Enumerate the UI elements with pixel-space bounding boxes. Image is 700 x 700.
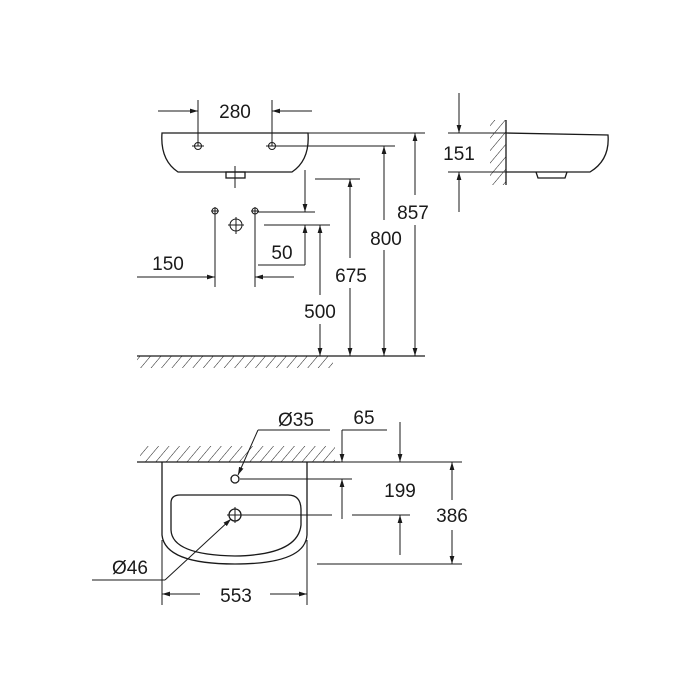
- supply-left: [211, 207, 219, 287]
- dim-width: 553: [220, 586, 252, 607]
- drain-point: [228, 217, 244, 234]
- dim-supply-offset: 50: [271, 243, 292, 264]
- dim-depth: 151: [443, 144, 475, 165]
- dim-supply-spacing: 150: [152, 254, 184, 275]
- basin-bowl: [170, 494, 302, 557]
- dim-height-drain: 500: [304, 302, 336, 323]
- basin-side-outline: [505, 132, 609, 173]
- dim-hole-spacing: 280: [219, 102, 251, 123]
- outlet-side: [535, 171, 568, 179]
- basin-front-outline: [161, 132, 309, 173]
- dim-tap-hole-diameter: Ø35: [278, 410, 314, 431]
- dim-waste-offset: 199: [384, 481, 416, 502]
- dim-tap-hole-from-wall: 65: [353, 408, 374, 429]
- dim-projection: 386: [436, 506, 468, 527]
- floor-hatch: [137, 356, 333, 368]
- wall-hatch-side: [490, 120, 506, 185]
- dim-height-holes: 800: [370, 229, 402, 250]
- wall-hatch-top: [140, 446, 335, 462]
- dim-height-top: 857: [397, 203, 429, 224]
- waste-hole-top: [227, 507, 243, 523]
- top-view: Ø35 65 199 386 Ø46 553: [92, 408, 468, 607]
- dim-waste-diameter: Ø46: [112, 558, 148, 579]
- side-view: 151: [443, 93, 609, 212]
- basin-top-outline: [161, 462, 308, 565]
- tap-hole-top: [230, 474, 240, 484]
- dim-height-outlet: 675: [335, 266, 367, 287]
- supply-right: [251, 207, 259, 287]
- front-view: 280 857 800 675 500 50: [137, 100, 429, 368]
